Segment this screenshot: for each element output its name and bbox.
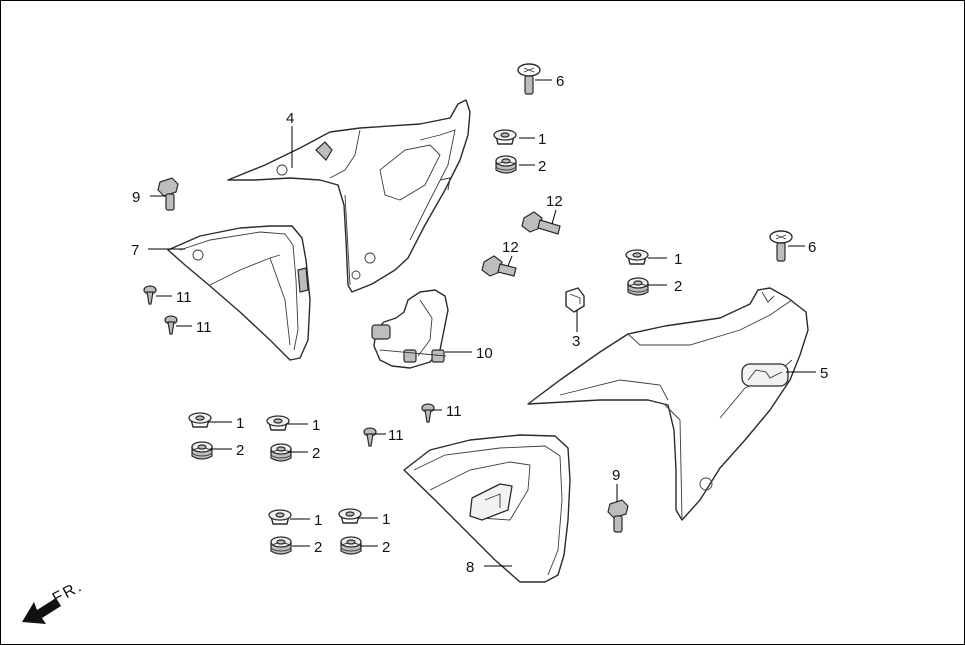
callout-1: 1 bbox=[674, 251, 682, 268]
callout-11: 11 bbox=[176, 289, 192, 306]
grommet-2-part bbox=[191, 441, 213, 460]
collar-1-part bbox=[493, 129, 517, 145]
callout-2: 2 bbox=[382, 539, 390, 556]
grommet-2-part bbox=[270, 443, 292, 462]
callout-12: 12 bbox=[546, 193, 563, 210]
callout-2: 2 bbox=[538, 158, 546, 175]
bolt-12-lower bbox=[481, 255, 517, 277]
front-direction-arrow-icon bbox=[22, 598, 61, 624]
callout-labels: 6 1 2 4 9 12 12 7 6 1 2 11 11 3 10 5 11 … bbox=[131, 73, 828, 576]
callout-3: 3 bbox=[572, 333, 580, 350]
lower-inner-panel-part bbox=[403, 434, 571, 583]
screw-6-upper bbox=[517, 63, 541, 95]
screw-11-d bbox=[363, 427, 377, 447]
collar-1-part bbox=[268, 509, 292, 525]
callout-11: 11 bbox=[196, 319, 212, 336]
leader-lines bbox=[148, 79, 816, 567]
callout-7: 7 bbox=[131, 242, 139, 259]
collar-1-part bbox=[266, 415, 290, 431]
grommet-2-part bbox=[270, 536, 292, 555]
screw-11-c bbox=[421, 403, 435, 423]
bracket-part bbox=[371, 289, 449, 369]
front-direction-label: FR. bbox=[50, 578, 86, 608]
left-side-cover-part bbox=[227, 99, 471, 293]
callout-9: 9 bbox=[612, 467, 620, 484]
clip-nut-part bbox=[565, 287, 585, 313]
collar-1-part bbox=[625, 249, 649, 265]
bolt-9-left bbox=[157, 177, 179, 211]
callout-11: 11 bbox=[388, 427, 404, 444]
callout-1: 1 bbox=[382, 511, 390, 528]
callout-2: 2 bbox=[236, 442, 244, 459]
screw-6-right bbox=[769, 230, 793, 262]
callout-1: 1 bbox=[236, 415, 244, 432]
callout-2: 2 bbox=[312, 445, 320, 462]
collar-1-part bbox=[338, 508, 362, 524]
callout-5: 5 bbox=[820, 365, 828, 382]
callout-11: 11 bbox=[446, 403, 462, 420]
screw-11-b bbox=[164, 315, 178, 335]
left-inner-panel-part bbox=[167, 225, 311, 361]
callout-1: 1 bbox=[314, 512, 322, 529]
bolt-9-right bbox=[607, 499, 629, 533]
callout-1: 1 bbox=[312, 417, 320, 434]
grommet-2-part bbox=[627, 277, 649, 296]
callout-4: 4 bbox=[286, 110, 294, 127]
callout-1: 1 bbox=[538, 131, 546, 148]
callout-8: 8 bbox=[466, 559, 474, 576]
callout-2: 2 bbox=[674, 278, 682, 295]
grommet-2-part bbox=[340, 536, 362, 555]
collar-1-part bbox=[188, 412, 212, 428]
callout-6: 6 bbox=[556, 73, 564, 90]
grommet-2-part bbox=[495, 155, 517, 174]
callout-12: 12 bbox=[502, 239, 519, 256]
callout-2: 2 bbox=[314, 539, 322, 556]
callout-10: 10 bbox=[476, 345, 493, 362]
right-side-cover-part bbox=[527, 287, 809, 521]
bolt-12-upper bbox=[521, 211, 561, 235]
screw-11-a bbox=[143, 285, 157, 305]
callout-9: 9 bbox=[132, 189, 140, 206]
callout-6: 6 bbox=[808, 239, 816, 256]
